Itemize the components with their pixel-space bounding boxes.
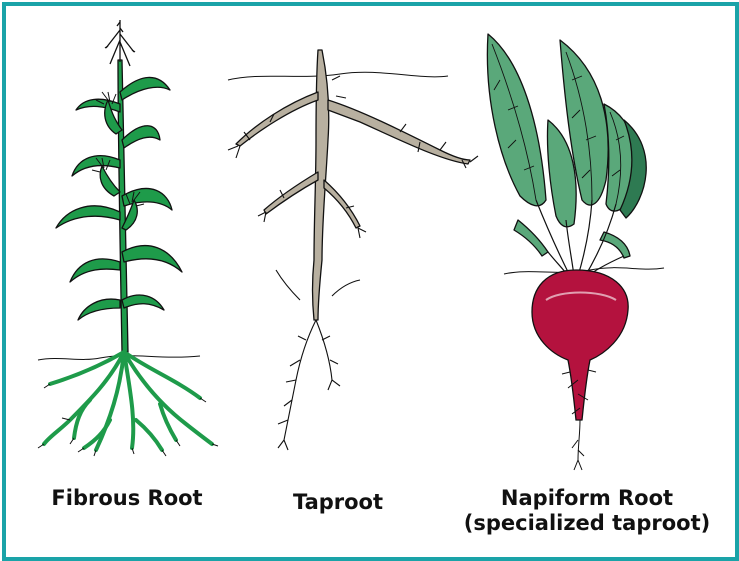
fibrous-roots	[44, 352, 212, 450]
corn-tassel	[105, 20, 135, 66]
soil-line-middle	[228, 72, 448, 80]
label-fibrous-root: Fibrous Root	[22, 486, 232, 511]
fibrous-rootlets	[38, 384, 218, 456]
corn-plant	[38, 20, 218, 456]
label-napiform-subtitle: (specialized taproot)	[442, 511, 732, 536]
label-napiform-title: Napiform Root	[442, 486, 732, 511]
lateral-roots	[236, 92, 470, 228]
label-napiform-root: Napiform Root (specialized taproot)	[442, 486, 732, 536]
taproot-plant	[228, 50, 478, 450]
taproot-fine-branches	[228, 114, 478, 450]
beet-plant	[487, 34, 664, 470]
label-taproot: Taproot	[268, 490, 408, 515]
